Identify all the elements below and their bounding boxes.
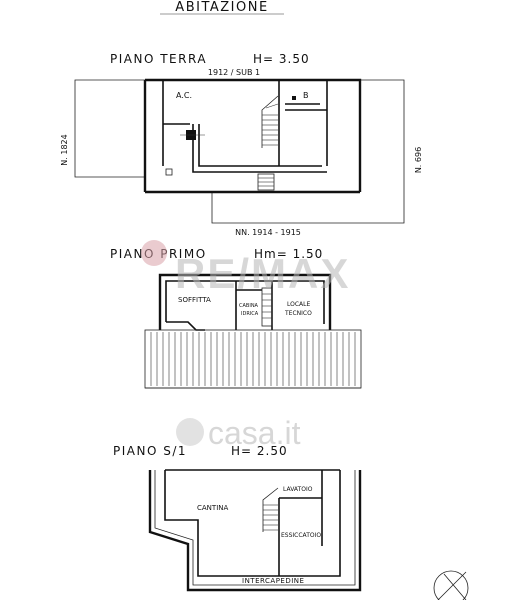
label-parcel-1914-1915: NN. 1914 - 1915 [235,228,301,237]
svg-text:RE/MAX: RE/MAX [175,250,350,297]
basement-heading: PIANO S/1 [113,444,187,458]
ground-floor-height: H= 3.50 [253,52,310,66]
first-floor-plan: PIANO PRIMO Hm= 1.50 [110,247,362,389]
room-label-ac: A.C. [176,91,192,100]
label-parcel-696: N. 696 [414,147,423,173]
first-inner-wall [165,280,325,324]
ground-entrance-steps [257,173,275,191]
ground-fixture [165,96,296,176]
parcel-1824-outline [74,79,145,178]
room-label-soffitta: SOFFITTA [178,296,211,304]
room-label-cantina: CANTINA [197,504,228,512]
parcel-696-outline [211,79,405,224]
room-label-b: B [303,91,309,100]
ground-floor-heading: PIANO TERRA [110,52,207,66]
label-parcel-1824: N. 1824 [60,134,69,165]
basement-outer-wall [148,470,362,592]
basement-outer-wall-inner [154,470,356,586]
first-floor-height: Hm= 1.50 [254,247,323,261]
room-label-idrica: IDRICA [241,311,259,317]
first-wall-left [166,321,205,331]
ground-outer-wall-top [145,78,362,192]
ground-wall-3 [192,124,327,173]
room-label-intercapedine: INTERCAPEDINE [242,577,304,585]
room-label-lavatoio: LAVATOIO [283,486,313,493]
basement-height: H= 2.50 [231,444,288,458]
basement-inner-wall [164,470,341,577]
basement-plan: PIANO S/1 H= 2.50 CANTINA LAVATOIO ESSIC… [113,444,362,592]
basement-staircase [262,487,279,532]
svg-text:casa.it: casa.it [208,415,301,451]
room-label-tecnico: TECNICO [284,310,312,317]
ground-floor-parcel-label: 1912 / SUB 1 [208,68,260,77]
remax-watermark: RE/MAX [141,240,350,297]
room-label-essiccatoio: ESSICCATOIO [281,532,321,539]
ground-wall-4 [198,124,322,167]
first-floor-roof-hatching [144,329,362,389]
ground-staircase [261,95,279,148]
room-label-cabina: CABINA [239,303,259,309]
first-staircase [261,287,273,327]
room-label-locale: LOCALE [287,301,310,308]
drawing-title: ABITAZIONE [175,0,268,15]
ground-floor-plan: PIANO TERRA H= 3.50 1912 / SUB 1 N. 1824… [60,52,423,237]
north-arrow-icon [433,570,469,600]
first-outer-wall [158,273,332,330]
casa-watermark: casa.it [176,415,301,451]
